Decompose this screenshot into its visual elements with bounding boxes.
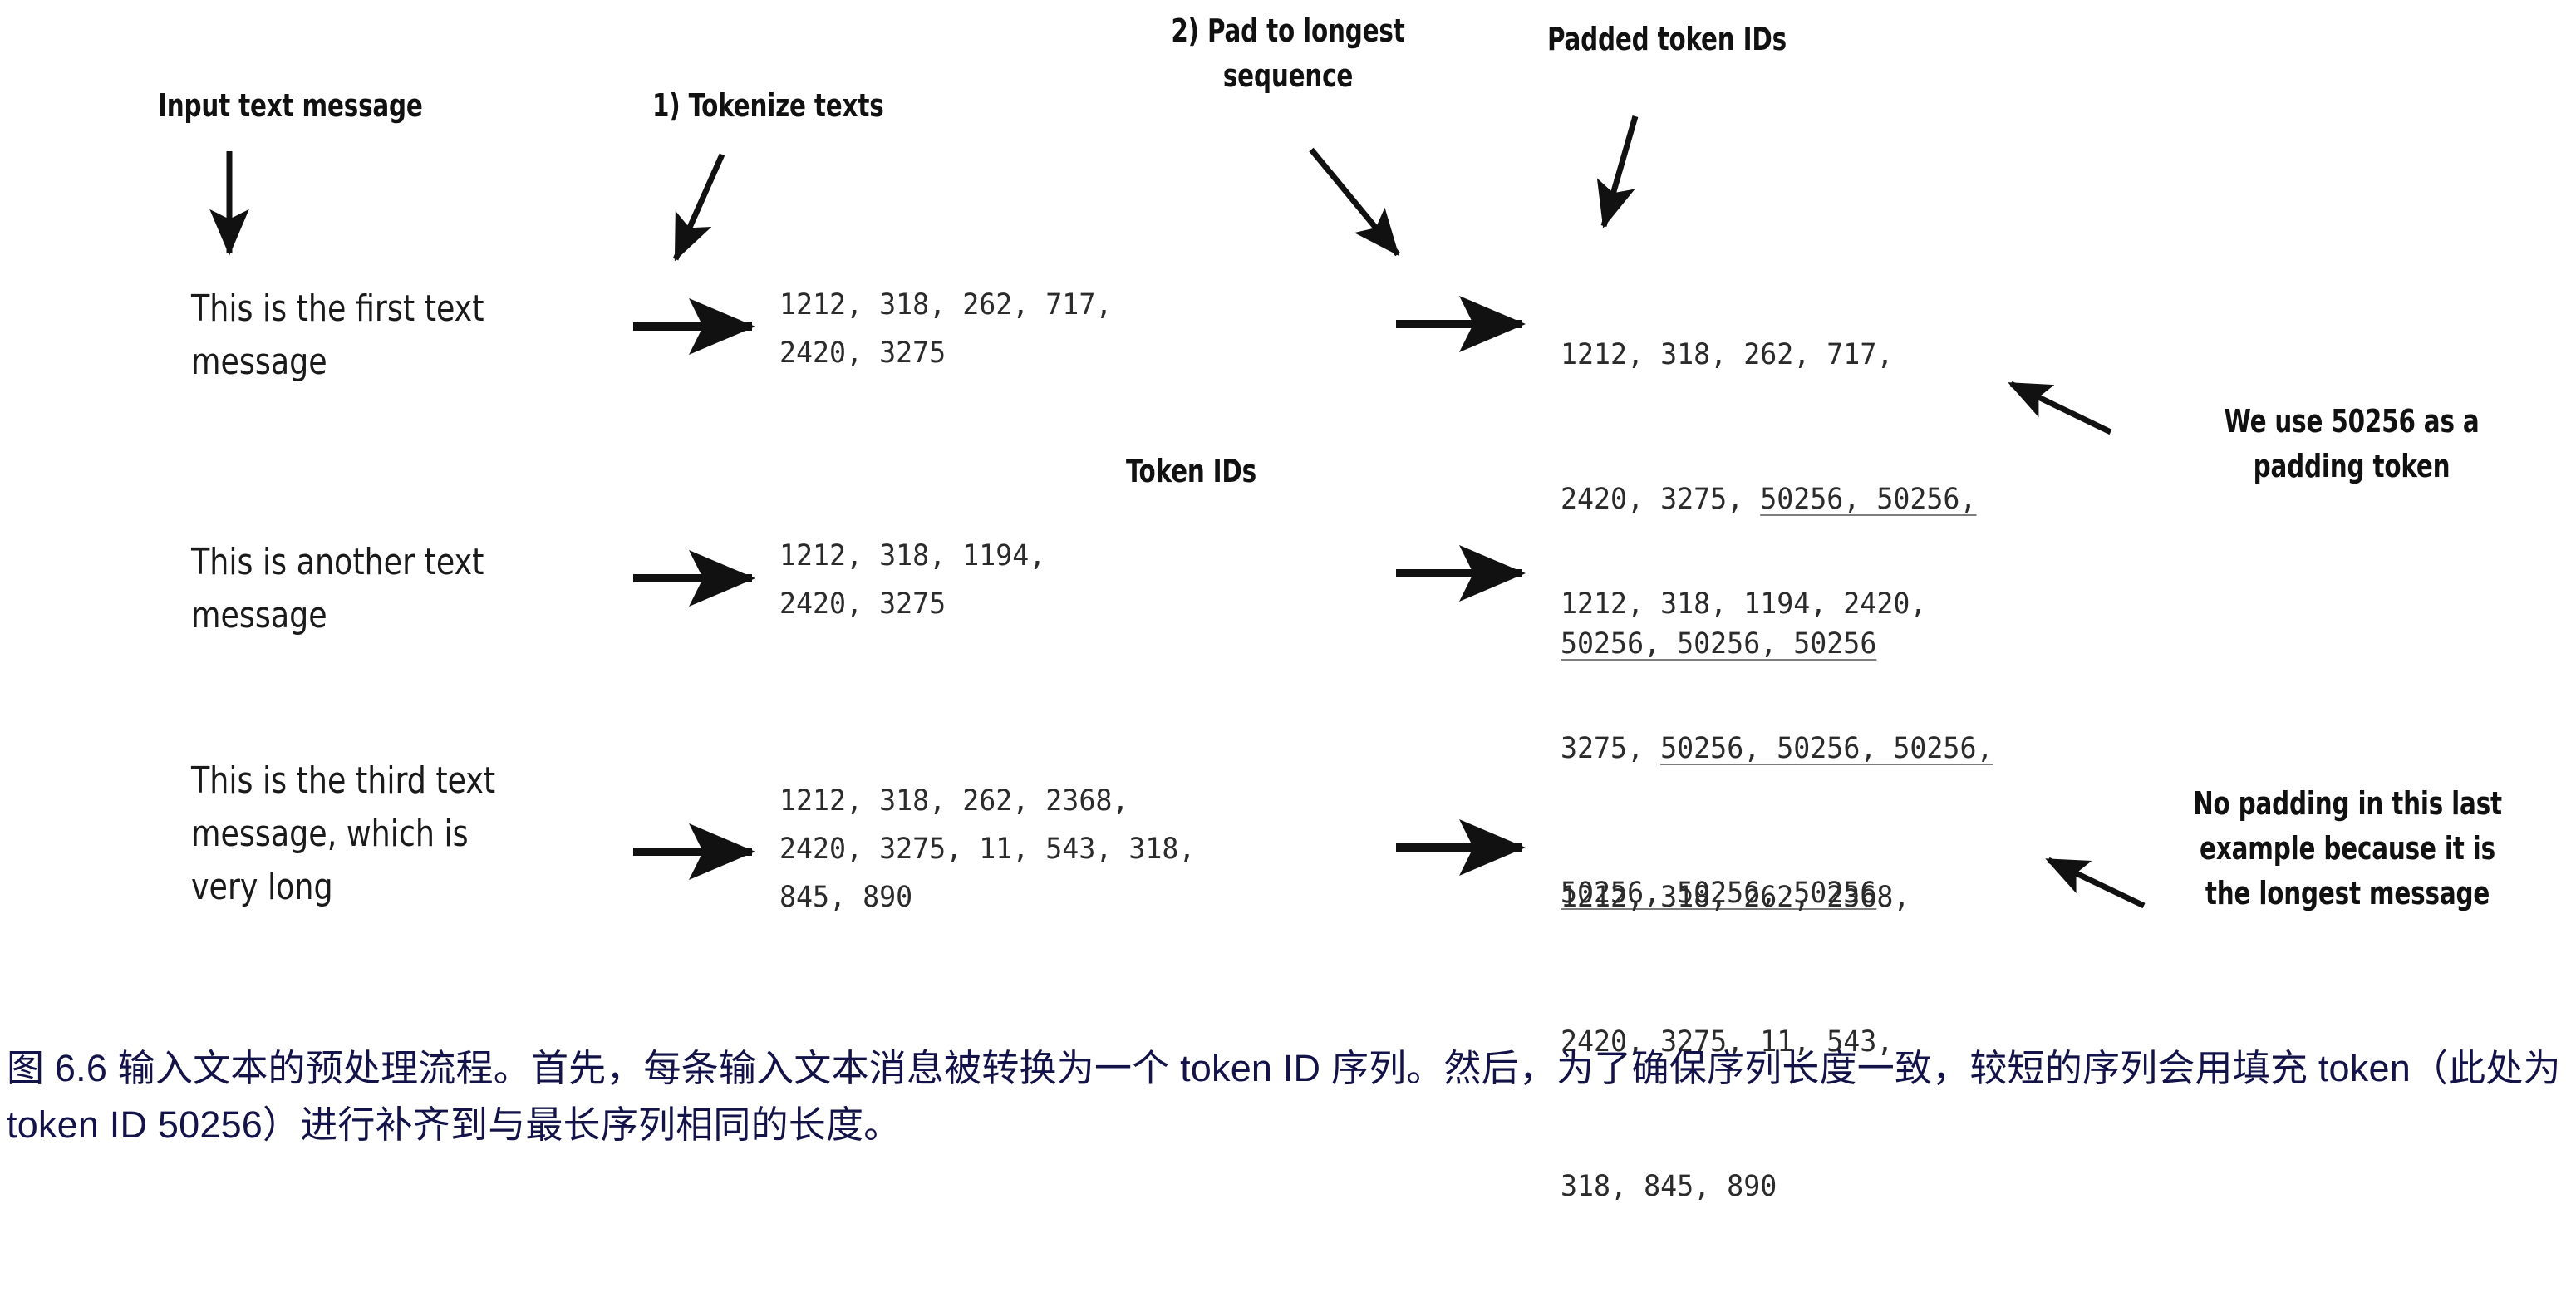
padded-line-2: 3275, 50256, 50256, 50256, [1561,725,1993,773]
padded-line-2: 2420, 3275, 50256, 50256, [1561,475,1976,523]
figure-canvas: Input text message 1) Tokenize texts 2) … [7,12,2561,1203]
token-ids-row-1: 1212, 318, 262, 717, 2420, 3275 [779,288,1113,370]
token-ids-row-2: 1212, 318, 1194, 2420, 3275 [779,539,1046,621]
label-pad-to-longest: 2) Pad to longest sequence [1171,12,1405,94]
message-text-row-1: This is the first text message [191,287,484,383]
callout-arrow-padding-token [2008,381,2112,435]
callout-arrow-no-padding [2045,857,2146,909]
label-padded-token-ids: Padded token IDs [1547,21,1787,57]
padded-line-2-plain: 2420, 3275, [1561,483,1761,516]
padded-line-2-underlined: 50256, 50256, 50256, [1660,732,1993,765]
label-token-ids: Token IDs [1126,453,1257,489]
padded-line-2-plain: 3275, [1561,732,1661,765]
arrow-pad-to-longest [1309,147,1400,257]
label-tokenize-texts: 1) Tokenize texts [652,87,884,124]
padded-token-ids-row-3: 1212, 318, 262, 2368, 2420, 3275, 11, 54… [1561,777,1910,1307]
padded-line-2: 2420, 3275, 11, 543, [1561,1025,1894,1059]
padded-line-1: 1212, 318, 262, 2368, [1561,881,1910,914]
callout-padding-token: We use 50256 as a padding token [2224,403,2480,484]
padded-token-ids-row-2: 1212, 318, 1194, 2420, 3275, 50256, 5025… [1561,484,1993,1014]
padded-line-1: 1212, 318, 262, 717, [1561,338,1894,371]
callout-no-padding: No padding in this last example because … [2193,785,2502,911]
padded-line-3-underlined: 50256, 50256, 50256 [1561,877,1877,910]
padded-line-2-underlined: 50256, 50256, [1760,483,1977,516]
padded-line-3: 318, 845, 890 [1561,1170,1777,1203]
arrow-tokenize-texts [672,153,725,262]
padded-line-3: 50256, 50256, 50256 [1561,869,1993,917]
label-input-text-message: Input text message [158,87,423,124]
token-ids-row-3: 1212, 318, 262, 2368, 2420, 3275, 11, 54… [779,784,1196,914]
padded-line-1: 1212, 318, 1194, 2420, [1561,587,1927,621]
padded-line-3-underlined: 50256, 50256, 50256 [1561,627,1877,661]
figure-caption: 图 6.6 输入文本的预处理流程。首先，每条输入文本消息被转换为一个 token… [7,1047,2561,1146]
message-text-row-3: This is the third text message, which is… [191,759,496,908]
padded-token-ids-row-1: 1212, 318, 262, 717, 2420, 3275, 50256, … [1561,234,1976,764]
message-text-row-2: This is another text message [191,541,484,636]
padded-line-3: 50256, 50256, 50256 [1561,620,1976,668]
arrow-padded-token-ids [1596,115,1639,228]
